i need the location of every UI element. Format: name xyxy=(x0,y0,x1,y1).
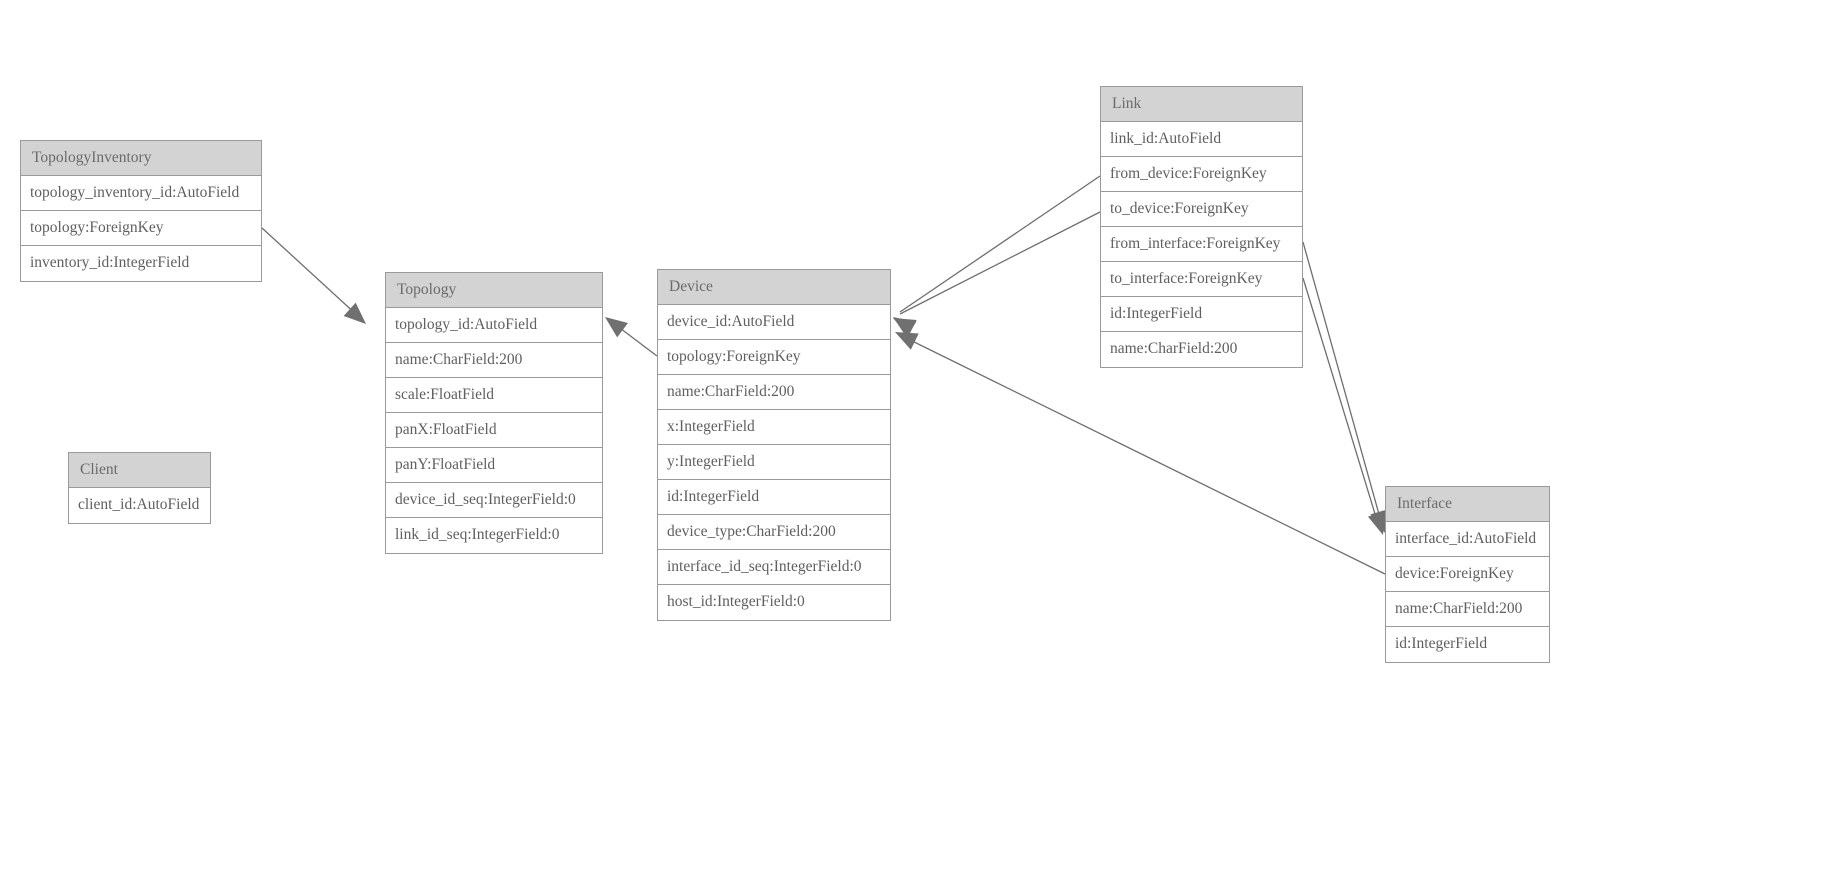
entity-field-row[interactable]: panX:FloatField xyxy=(386,413,602,448)
entity-field-row[interactable]: id:IntegerField xyxy=(1386,627,1549,662)
relationship-link-to-device xyxy=(893,211,1101,337)
relationship-line xyxy=(899,175,1101,313)
entity-field-row[interactable]: to_device:ForeignKey xyxy=(1101,192,1302,227)
entity-field-row[interactable]: topology_id:AutoField xyxy=(386,308,602,343)
entity-field-row[interactable]: topology:ForeignKey xyxy=(658,340,890,375)
entity-field-row[interactable]: panY:FloatField xyxy=(386,448,602,483)
entity-title-link: Link xyxy=(1101,87,1302,122)
entity-field-row[interactable]: interface_id_seq:IntegerField:0 xyxy=(658,550,890,585)
entity-field-row[interactable]: device_type:CharField:200 xyxy=(658,515,890,550)
relationship-link-to-interface xyxy=(1302,277,1386,535)
entity-field-row[interactable]: device_id:AutoField xyxy=(658,305,890,340)
relationship-line xyxy=(1302,241,1383,526)
entity-title-device: Device xyxy=(658,270,890,305)
entity-field-row[interactable]: name:CharField:200 xyxy=(386,343,602,378)
entity-field-row[interactable]: topology:ForeignKey xyxy=(21,211,261,246)
entity-field-row[interactable]: host_id:IntegerField:0 xyxy=(658,585,890,620)
entity-title-interface: Interface xyxy=(1386,487,1549,522)
entity-field-row[interactable]: link_id_seq:IntegerField:0 xyxy=(386,518,602,553)
entity-field-row[interactable]: from_device:ForeignKey xyxy=(1101,157,1302,192)
entity-field-row[interactable]: device:ForeignKey xyxy=(1386,557,1549,592)
relationship-arrowhead xyxy=(605,317,628,338)
entity-field-row[interactable]: from_interface:ForeignKey xyxy=(1101,227,1302,262)
relationship-line xyxy=(611,321,658,357)
relationship-arrowhead xyxy=(893,317,917,337)
entity-field-row[interactable]: y:IntegerField xyxy=(658,445,890,480)
entity-field-row[interactable]: name:CharField:200 xyxy=(658,375,890,410)
relationship-line xyxy=(261,227,359,317)
relationship-line xyxy=(901,335,1386,575)
entity-field-row[interactable]: x:IntegerField xyxy=(658,410,890,445)
relationship-arrowhead xyxy=(893,318,917,337)
relationship-arrowhead xyxy=(343,302,366,324)
entity-field-row[interactable]: interface_id:AutoField xyxy=(1386,522,1549,557)
relationship-link-from-device xyxy=(893,175,1101,337)
entity-field-row[interactable]: scale:FloatField xyxy=(386,378,602,413)
relationship-line xyxy=(899,211,1101,315)
relationship-link-from-interface xyxy=(1302,241,1388,533)
relationship-topologyinventory-topology xyxy=(261,227,366,324)
entity-field-row[interactable]: topology_inventory_id:AutoField xyxy=(21,176,261,211)
entity-field-row[interactable]: id:IntegerField xyxy=(1101,297,1302,332)
entity-field-row[interactable]: client_id:AutoField xyxy=(69,488,210,523)
entity-title-topology: Topology xyxy=(386,273,602,308)
entity-title-client: Client xyxy=(69,453,210,488)
entity-field-row[interactable]: inventory_id:IntegerField xyxy=(21,246,261,281)
entity-field-row[interactable]: to_interface:ForeignKey xyxy=(1101,262,1302,297)
relationship-arrowhead xyxy=(895,332,919,350)
relationship-device-topology xyxy=(605,317,658,357)
entity-field-row[interactable]: name:CharField:200 xyxy=(1101,332,1302,367)
entity-field-row[interactable]: link_id:AutoField xyxy=(1101,122,1302,157)
relationship-line xyxy=(1302,277,1380,528)
entity-field-row[interactable]: device_id_seq:IntegerField:0 xyxy=(386,483,602,518)
entity-field-row[interactable]: name:CharField:200 xyxy=(1386,592,1549,627)
entity-title-topologyinventory: TopologyInventory xyxy=(21,141,261,176)
entity-field-row[interactable]: id:IntegerField xyxy=(658,480,890,515)
